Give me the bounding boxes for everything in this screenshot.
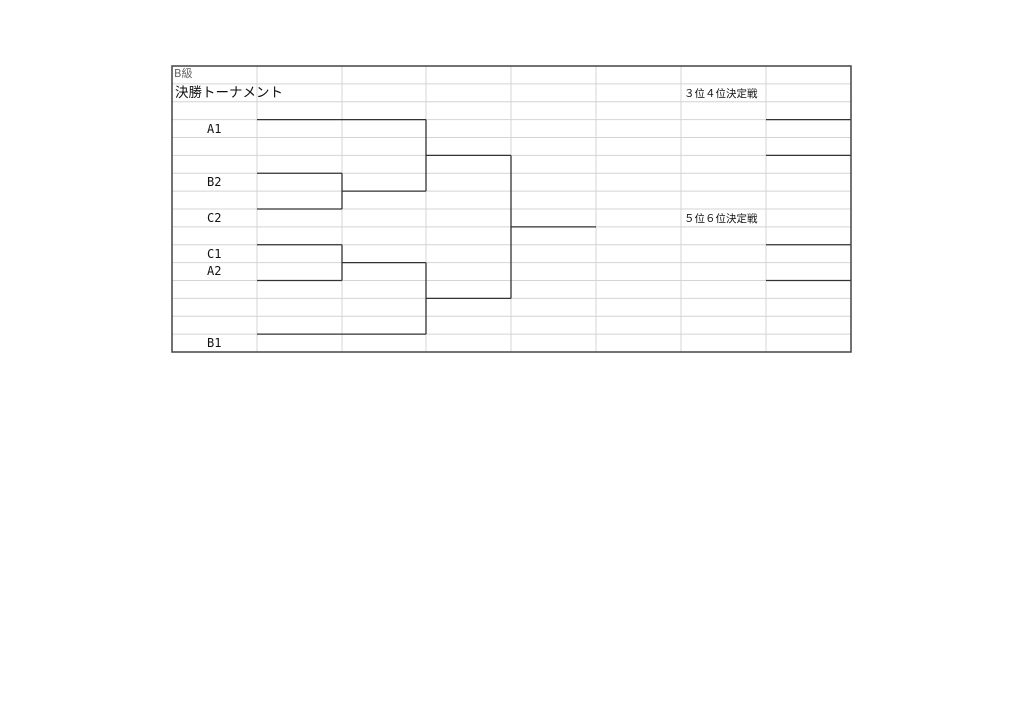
team-b1: B1 (207, 336, 222, 350)
team-b2: B2 (207, 175, 222, 189)
fifth-place-label: ５位６位決定戦 (684, 213, 758, 225)
third-place-label: ３位４位決定戦 (684, 88, 758, 100)
page-title: 決勝トーナメント (175, 85, 283, 101)
team-a2: A2 (207, 264, 222, 278)
sheet-border (171, 65, 852, 353)
team-a1: A1 (207, 122, 222, 136)
team-c2: C2 (207, 211, 222, 225)
grade-label: B級 (174, 67, 193, 80)
team-c1: C1 (207, 247, 222, 261)
